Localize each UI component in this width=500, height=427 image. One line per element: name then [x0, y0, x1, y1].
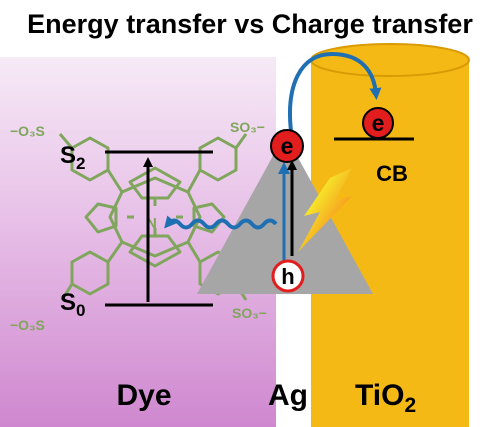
light-bolt-icon — [298, 168, 352, 252]
s2-label: S2 — [60, 142, 85, 173]
cb-label: CB — [376, 161, 408, 186]
electron-tio2: e — [362, 107, 394, 139]
tio2-label: TiO2 — [355, 379, 416, 417]
sulfonate-right-top: SO₃− — [230, 119, 265, 135]
energy-transfer-arrow — [164, 215, 278, 230]
electron-ag-label: e — [281, 133, 294, 159]
charge-transfer-arrow — [288, 51, 382, 132]
ag-label: Ag — [268, 379, 308, 412]
s0-label: S0 — [60, 289, 85, 320]
dye-label: Dye — [116, 379, 171, 412]
porphyrin-molecule — [58, 133, 248, 301]
nitrogen-label: N — [146, 215, 157, 232]
hole-ag-label: h — [281, 264, 294, 289]
sulfonate-left-top: −O₃S — [10, 123, 45, 139]
sulfonate-right-bottom: SO₃− — [232, 305, 267, 321]
electron-ag: e — [270, 129, 304, 163]
sulfonate-left-bottom: −O₃S — [10, 317, 45, 333]
hole-ag: h — [271, 259, 305, 293]
electron-tio2-label: e — [372, 110, 385, 136]
page-title: Energy transfer vs Charge transfer — [27, 9, 473, 39]
